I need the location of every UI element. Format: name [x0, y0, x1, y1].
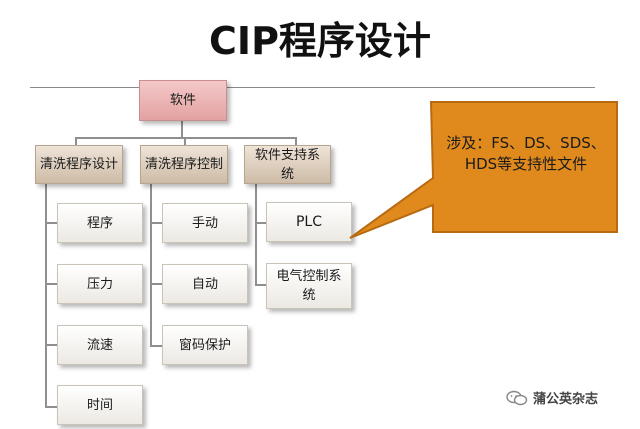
item-label: 流速: [86, 337, 113, 353]
watermark-text: 蒲公英杂志: [533, 392, 599, 407]
callout-text: 涉及：FS、DS、SDS、HDS等支持性文件: [446, 134, 606, 173]
item-label: 自动: [191, 276, 218, 292]
category-label: 清洗程序设计: [40, 157, 119, 172]
item-node: 程序: [57, 203, 143, 243]
item-node: 电气控制系统: [266, 263, 352, 309]
category-label: 清洗程序控制: [145, 157, 224, 172]
item-label: 时间: [86, 397, 113, 413]
item-node: 压力: [57, 264, 143, 304]
item-node: 流速: [57, 325, 143, 365]
category-label: 软件支持系统: [254, 147, 320, 182]
item-node: 时间: [57, 385, 143, 425]
item-label: 电气控制系统: [276, 269, 342, 303]
item-label: PLC: [295, 213, 323, 230]
item-label: 压力: [86, 276, 113, 292]
item-node: 手动: [162, 203, 248, 243]
item-node: 自动: [162, 264, 248, 304]
page-title: CIP程序设计: [209, 19, 431, 63]
category-node-software-support: 软件支持系统: [244, 145, 331, 184]
watermark: 蒲公英杂志: [506, 388, 598, 407]
item-label: 窗码保护: [178, 337, 231, 353]
root-node: 软件: [139, 80, 227, 121]
item-label: 手动: [191, 215, 218, 231]
wechat-icon: [506, 390, 528, 405]
category-node-cleaning-design: 清洗程序设计: [35, 145, 123, 184]
root-node-label: 软件: [169, 93, 196, 108]
item-node: 窗码保护: [162, 325, 248, 365]
category-node-cleaning-control: 清洗程序控制: [140, 145, 228, 184]
title-divider: [30, 87, 595, 88]
item-node-plc: PLC: [266, 202, 352, 242]
item-label: 程序: [86, 215, 113, 231]
